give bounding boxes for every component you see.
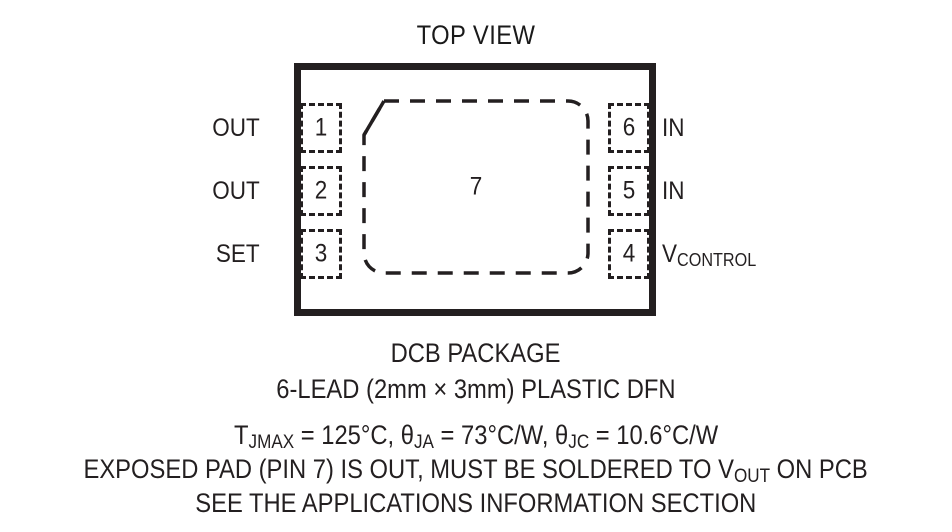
caption-thermal-specs: TJMAX = 125°C, θJA = 73°C/W, θJC = 10.6°… xyxy=(0,420,952,454)
caption-see-applications: SEE THE APPLICATIONS INFORMATION SECTION xyxy=(0,488,952,519)
caption-exposed-pad-note-text: EXPOSED PAD (PIN 7) IS OUT, MUST BE SOLD… xyxy=(83,454,869,488)
caption-thermal-specs-text: TJMAX = 125°C, θJA = 73°C/W, θJC = 10.6°… xyxy=(233,420,719,454)
exposed-pad-note-part2: ON PCB xyxy=(770,454,869,484)
pin-label-5-text: IN xyxy=(662,177,685,205)
pin-label-6-text: IN xyxy=(662,114,685,142)
tjmax-value: = 125°C, xyxy=(294,420,401,450)
tjmax-symbol: T xyxy=(233,420,249,450)
pin-label-4-subscript: CONTROL xyxy=(677,250,757,271)
exposed-pad-7: 7 xyxy=(360,97,592,277)
caption-package-name: DCB PACKAGE xyxy=(0,338,952,369)
pin-number-2: 2 xyxy=(314,176,328,205)
pin-pad-4: 4 xyxy=(608,229,650,279)
pin-label-4-text: V xyxy=(662,240,678,268)
caption-see-applications-text: SEE THE APPLICATIONS INFORMATION SECTION xyxy=(195,488,757,518)
theta-jc-value: = 10.6°C/W xyxy=(589,420,719,450)
pin-pad-1: 1 xyxy=(300,103,342,153)
caption-exposed-pad-note: EXPOSED PAD (PIN 7) IS OUT, MUST BE SOLD… xyxy=(0,454,952,488)
theta-jc-symbol: θ xyxy=(554,420,569,450)
pin-number-1: 1 xyxy=(314,113,328,142)
pin-label-2: OUT xyxy=(212,177,260,205)
pin-number-4: 4 xyxy=(622,239,636,268)
theta-jc-subscript: JC xyxy=(568,431,590,454)
pin-pad-3: 3 xyxy=(300,229,342,279)
exposed-pad-note-part1: EXPOSED PAD (PIN 7) IS OUT, MUST BE SOLD… xyxy=(83,454,735,484)
pin-number-6: 6 xyxy=(622,113,636,142)
pin-label-1: OUT xyxy=(212,114,260,142)
exposed-pad-number: 7 xyxy=(469,172,483,201)
pin-pad-2: 2 xyxy=(300,166,342,216)
pin-label-6: IN xyxy=(662,116,685,141)
pin-number-3: 3 xyxy=(314,239,328,268)
pin-label-3: SET xyxy=(216,240,260,268)
caption-package-description-text: 6-LEAD (2mm × 3mm) PLASTIC DFN xyxy=(276,374,676,404)
pin-label-4: VCONTROL xyxy=(662,240,757,271)
theta-ja-value: = 73°C/W, xyxy=(433,420,555,450)
vout-subscript: OUT xyxy=(734,465,771,488)
pin-number-5: 5 xyxy=(622,176,636,205)
theta-ja-subscript: JA xyxy=(413,431,434,454)
page-title: TOP VIEW xyxy=(416,20,536,50)
pin-label-5: IN xyxy=(662,179,685,204)
pin-pad-6: 6 xyxy=(608,103,650,153)
caption-package-description: 6-LEAD (2mm × 3mm) PLASTIC DFN xyxy=(0,374,952,405)
pin-pad-5: 5 xyxy=(608,166,650,216)
theta-ja-symbol: θ xyxy=(400,420,414,450)
caption-package-name-text: DCB PACKAGE xyxy=(391,338,561,368)
tjmax-subscript: JMAX xyxy=(248,431,295,454)
